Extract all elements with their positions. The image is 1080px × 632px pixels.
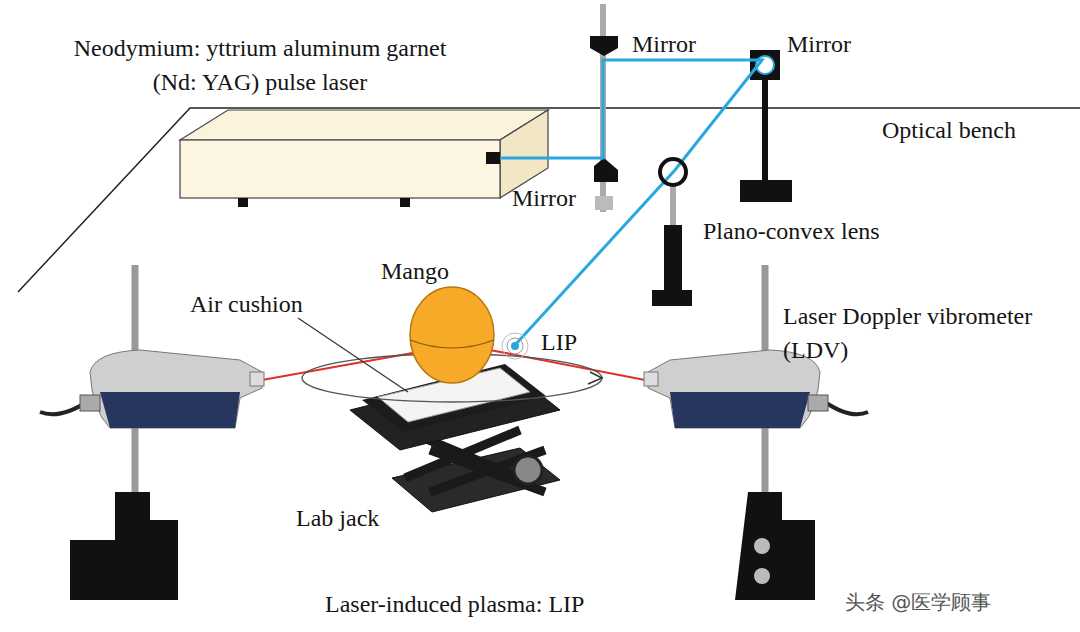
- part-label: Optical bench: [882, 114, 1016, 148]
- part-label: Mirror: [787, 28, 851, 62]
- part-label: Neodymium: yttrium aluminum garnet (Nd: …: [60, 32, 460, 99]
- part-label: Laser Doppler vibrometer (LDV): [783, 300, 1033, 367]
- part-label: Plano-convex lens: [703, 215, 880, 249]
- caption: Laser-induced plasma: LIP: [325, 588, 584, 622]
- part-label: Mirror: [512, 182, 576, 216]
- part-label: Mango: [381, 255, 449, 289]
- part-label: LIP: [541, 326, 577, 360]
- part-label: Mirror: [632, 28, 696, 62]
- part-label: Air cushion: [190, 288, 303, 322]
- part-label: Lab jack: [296, 502, 379, 536]
- watermark: 头条 @医学顾事: [845, 588, 991, 616]
